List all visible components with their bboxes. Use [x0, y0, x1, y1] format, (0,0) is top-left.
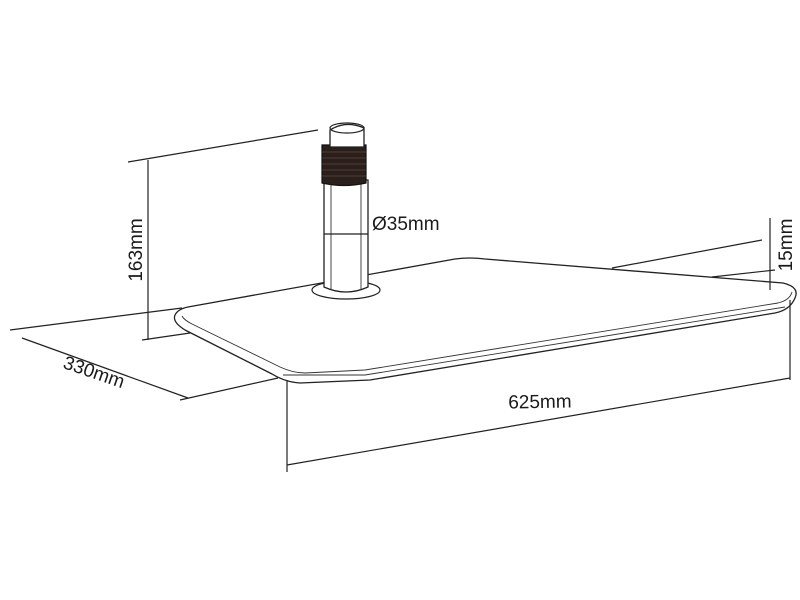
dim-330-line — [21, 337, 189, 399]
dim-163-ext-top — [127, 129, 319, 163]
dim-163-ext-bottom — [141, 332, 191, 341]
dim-15-ext-top — [611, 239, 763, 269]
dim-625-line — [286, 377, 791, 466]
dim-625-label: 625mm — [508, 391, 572, 413]
post-cap — [329, 123, 365, 148]
plate-thickness-edge — [283, 306, 786, 376]
dim-35-label: Ø35mm — [372, 214, 440, 235]
dim-163-label: 163mm — [126, 218, 147, 281]
dim-330-ext-back — [9, 307, 183, 331]
dim-15-label: 15mm — [776, 219, 797, 272]
post-body — [323, 179, 369, 293]
dim-15-ext-bottom — [711, 269, 776, 278]
post-grip — [321, 144, 367, 187]
dim-330-ext-front — [179, 377, 279, 401]
grip-texture — [322, 151, 366, 177]
post-top-ellipse — [329, 122, 365, 134]
dim-330-label: 330mm — [60, 353, 127, 393]
plate-bevel-line — [181, 291, 793, 374]
